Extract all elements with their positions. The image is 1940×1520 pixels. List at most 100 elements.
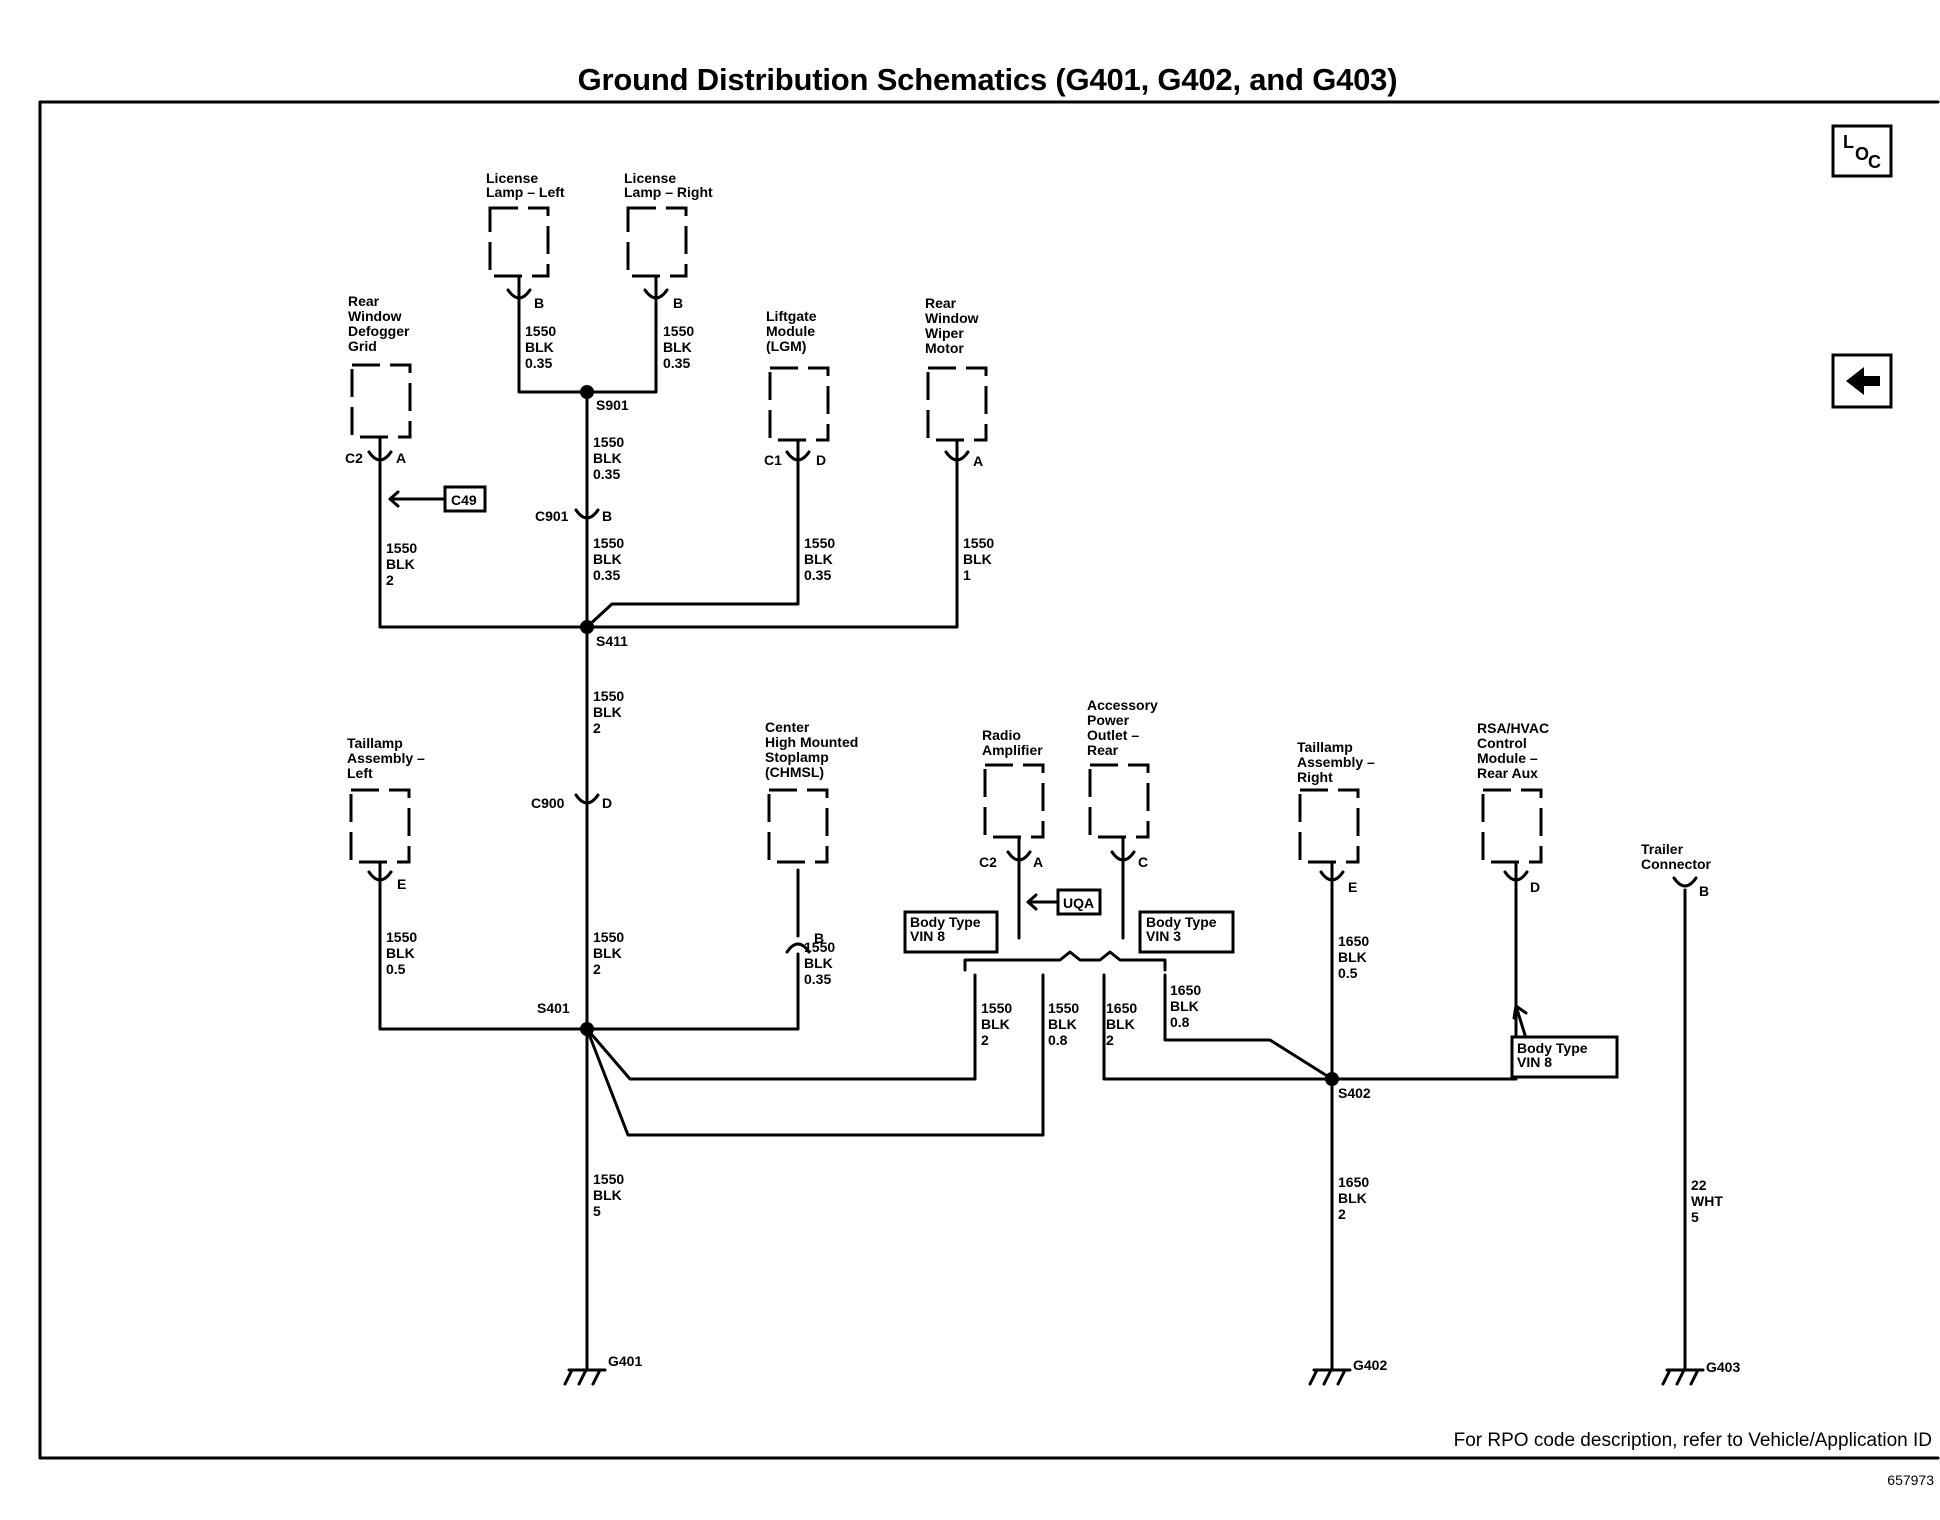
component-label: Module –: [1477, 750, 1538, 766]
component-label: Power: [1087, 712, 1130, 728]
pin-label: B: [814, 930, 824, 946]
wire-label: BLK: [386, 556, 415, 572]
option-label: VIN 3: [1146, 928, 1181, 944]
taillamp-right-box: [1298, 788, 1360, 864]
wire-label: WHT: [1691, 1193, 1723, 1209]
component-label: Outlet –: [1087, 727, 1139, 743]
wire-label: BLK: [981, 1016, 1010, 1032]
wire-label: 0.35: [525, 355, 552, 371]
wire-label: 1550: [663, 323, 694, 339]
wire-label: BLK: [386, 945, 415, 961]
wire-label: BLK: [593, 450, 622, 466]
ground-label: G403: [1706, 1359, 1740, 1375]
pin-chmsl: [785, 942, 811, 954]
wire-label: 0.8: [1170, 1014, 1190, 1030]
wire-label: 2: [981, 1032, 989, 1048]
wire-label: 1550: [804, 939, 835, 955]
loc-button[interactable]: L O C: [1831, 124, 1893, 178]
pin-label: B: [1699, 883, 1709, 899]
component-label: Trailer: [1641, 841, 1684, 857]
splice-s401: [580, 1022, 594, 1036]
pin-label: D: [816, 452, 826, 468]
defogger-box: [350, 363, 412, 439]
pin-taillamp-right: [1319, 860, 1345, 888]
wire-label: 1550: [386, 929, 417, 945]
pin-lgm: [785, 438, 811, 468]
component-label: Control: [1477, 735, 1527, 751]
wire-label: BLK: [1106, 1016, 1135, 1032]
wire-label: 1550: [963, 535, 994, 551]
wire-label: 1650: [1338, 933, 1369, 949]
wire-amp-a: [585, 973, 977, 1081]
ref-c49[interactable]: [388, 485, 487, 513]
wire-label: BLK: [804, 551, 833, 567]
ground-label: G401: [608, 1353, 642, 1369]
ref-uqa[interactable]: [1026, 888, 1102, 916]
pin-rsa: [1503, 860, 1529, 888]
wire-lgm: [585, 464, 800, 629]
pin-label: B: [673, 295, 683, 311]
wire-label: BLK: [593, 551, 622, 567]
ref-label: UQA: [1063, 895, 1094, 911]
wire-label: 5: [593, 1203, 601, 1219]
license-lamp-left-box: [488, 206, 550, 278]
option-label: VIN 8: [910, 928, 945, 944]
rsa-box: [1481, 788, 1543, 864]
ground-symbols: [563, 1368, 1705, 1386]
pin-label: B: [602, 508, 612, 524]
wiper-box: [926, 366, 988, 442]
option-label: Body Type: [910, 914, 981, 930]
splice-s402: [1325, 1072, 1339, 1086]
wire-lic-left: [517, 302, 589, 394]
component-label: Assembly –: [347, 750, 425, 766]
loc-o: O: [1855, 144, 1869, 164]
option-label: VIN 8: [1517, 1054, 1552, 1070]
wire-label: 0.8: [1048, 1032, 1068, 1048]
splice-label: S401: [537, 1000, 570, 1016]
option-bracket: [963, 950, 1167, 972]
pin-trailer: [1672, 876, 1698, 888]
ref-label: C49: [451, 492, 477, 508]
component-label: Stoplamp: [765, 749, 829, 765]
radio-amp-box: [983, 763, 1045, 839]
wire-label: 1: [963, 567, 971, 583]
pin-wiper: [944, 438, 970, 468]
wire-label: 1550: [593, 688, 624, 704]
component-label: Rear Aux: [1477, 765, 1538, 781]
splice-label: S411: [596, 633, 628, 649]
wire-label: 0.35: [663, 355, 690, 371]
wire-label: 1550: [386, 540, 417, 556]
pin-defogger: [367, 435, 393, 468]
wire-label: BLK: [593, 945, 622, 961]
wire-amp-b: [585, 973, 1045, 1137]
svg-text:L: L: [1843, 132, 1854, 152]
wire-label: 1650: [1106, 1000, 1137, 1016]
component-label: Rear: [1087, 742, 1119, 758]
figure-id: 657973: [1887, 1472, 1934, 1488]
component-label: Rear: [925, 295, 957, 311]
component-label: License: [486, 170, 538, 186]
wire-label: BLK: [963, 551, 992, 567]
component-label: (LGM): [766, 338, 806, 354]
wire-label: 0.35: [804, 567, 831, 583]
wire-label: 1550: [593, 1171, 624, 1187]
connector-label: C901: [535, 508, 569, 524]
arrow-left-icon: [388, 490, 447, 508]
back-button[interactable]: [1831, 353, 1893, 409]
pin-lic-right: [643, 274, 669, 306]
component-label: Defogger: [348, 323, 410, 339]
component-label: Wiper: [925, 325, 964, 341]
wire-label: 0.5: [386, 961, 406, 977]
wire-label: 0.35: [593, 466, 620, 482]
taillamp-left-box: [349, 788, 411, 864]
wire-lic-right: [585, 302, 658, 394]
chmsl-box: [767, 788, 829, 864]
wire-label: 2: [1338, 1206, 1346, 1222]
splice-label: S402: [1338, 1085, 1371, 1101]
connector-pins: [367, 274, 1698, 954]
pin-label: B: [534, 295, 544, 311]
outlet-box: [1088, 763, 1150, 839]
component-label: Taillamp: [1297, 739, 1353, 755]
connector-label: C900: [531, 795, 565, 811]
